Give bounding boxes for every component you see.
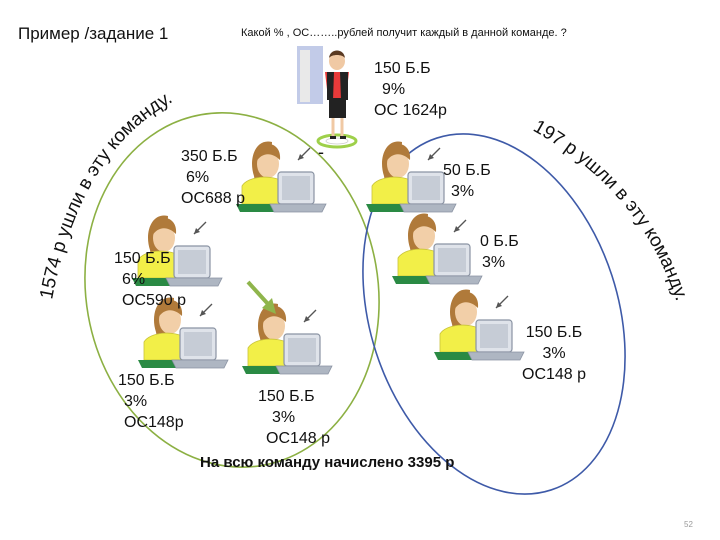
right-team-oval <box>362 133 626 495</box>
woman-at-laptop-icon <box>235 140 327 213</box>
woman-at-laptop-icon <box>433 288 525 361</box>
member-label: 150 Б.Б 3% ОС148 р <box>258 388 331 447</box>
member-label: 50 Б.Б 3% <box>443 162 491 200</box>
green-arrow <box>246 280 276 314</box>
woman-at-laptop-icon <box>391 212 483 285</box>
member-label: 150 Б.Б 3% ОС148 р <box>522 324 587 383</box>
member-label: 150 Б.Б 3% ОС148р <box>118 372 184 431</box>
member-label: 350 Б.Б 6% ОС688 р <box>181 148 246 207</box>
businesswoman-icon <box>297 46 349 139</box>
leader-label: 150 Б.Б 9% ОС 1624р <box>374 60 447 119</box>
leader-ring <box>316 133 358 149</box>
total-text: На всю команду начислено 3395 р <box>200 454 455 471</box>
page-number: 52 <box>684 520 693 529</box>
question-text: Какой % , ОС……..рублей получит каждый в … <box>241 27 567 39</box>
right-arc-text: 197 р ушли в эту команду. <box>530 116 692 303</box>
left-team-oval <box>84 112 380 468</box>
woman-at-laptop-icon <box>241 302 333 375</box>
dash-mark: - <box>318 142 324 162</box>
slide-title: Пример /задание 1 <box>18 24 169 43</box>
member-label: 0 Б.Б 3% <box>480 233 519 271</box>
member-label: 150 Б.Б 6% ОС590 р <box>114 250 187 309</box>
